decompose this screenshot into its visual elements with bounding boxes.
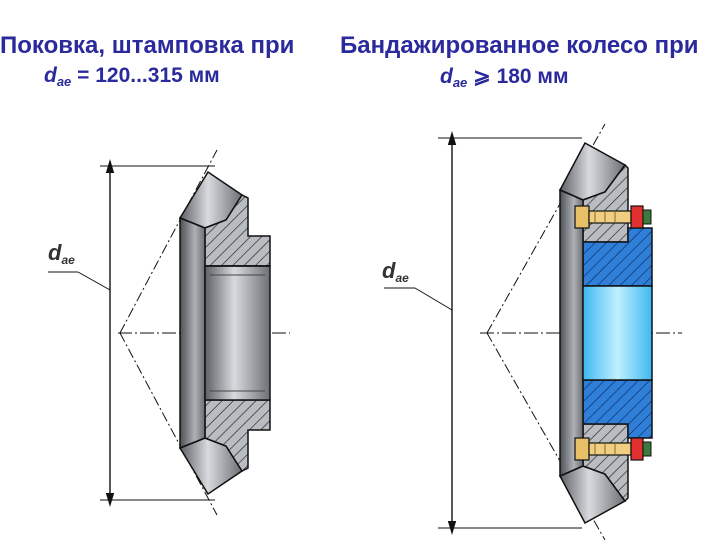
right-dae-label: dae <box>382 258 409 285</box>
left-pitch-cone-upper <box>119 149 218 334</box>
right-gear-face <box>559 188 584 478</box>
bolt-upper <box>574 205 652 229</box>
title-left: Поковка, штамповка при <box>0 32 295 59</box>
left-dae-label: dae <box>48 240 75 267</box>
bolt-lower <box>574 437 652 461</box>
right-gear-drawing <box>384 123 682 540</box>
title-right: Бандажированное колесо при <box>340 32 699 59</box>
left-bore <box>204 265 271 401</box>
right-bore <box>582 285 653 381</box>
left-pitch-cone-lower <box>119 332 218 516</box>
subtitle-left: dae = 120...315 мм <box>44 64 220 89</box>
subtitle-right: dae ⩾ 180 мм <box>440 65 569 90</box>
left-gear-face <box>179 216 206 450</box>
left-gear-drawing <box>48 149 290 516</box>
